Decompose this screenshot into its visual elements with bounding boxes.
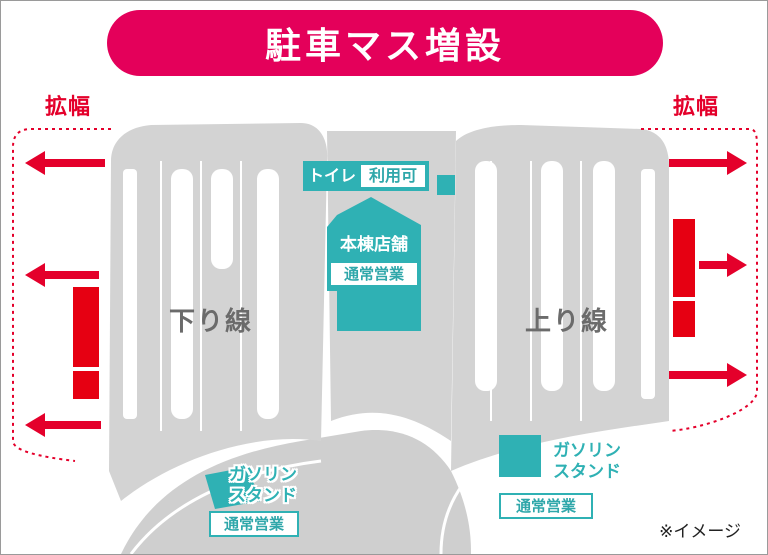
image-note: ※イメージ	[659, 522, 741, 542]
zone-label-down: 下り線	[169, 307, 254, 337]
gas-station-up-label: ガソリン スタンド	[553, 441, 621, 482]
gas-station-up-status: 通常営業	[499, 493, 593, 519]
main-building-label: 本棟店舗	[340, 235, 408, 255]
new-parking-bays	[73, 219, 695, 399]
gas-station-up	[499, 435, 541, 477]
expansion-arrows	[25, 151, 747, 437]
toilet-status: 利用可	[368, 166, 417, 185]
page-title: 駐車マス増設	[107, 10, 663, 76]
gas-station-down-status: 通常営業	[209, 511, 299, 537]
access-road	[121, 430, 471, 554]
parking-stripes	[160, 161, 582, 431]
toilet-status-bg	[361, 165, 425, 187]
expansion-outline-right	[641, 128, 758, 432]
main-building-status: 通常営業	[343, 265, 404, 283]
small-kiosk	[437, 175, 455, 195]
zone-label-up: 上り線	[525, 307, 610, 337]
main-building-status-bg	[331, 263, 417, 285]
expansion-label-left: 拡幅	[45, 95, 92, 120]
parking-bays	[123, 161, 655, 419]
gas-station-down	[205, 467, 261, 509]
gas-station-down-label: ガソリン スタンド	[229, 465, 297, 506]
expansion-label-right: 拡幅	[673, 95, 720, 120]
toilet-label: トイレ	[307, 166, 356, 185]
